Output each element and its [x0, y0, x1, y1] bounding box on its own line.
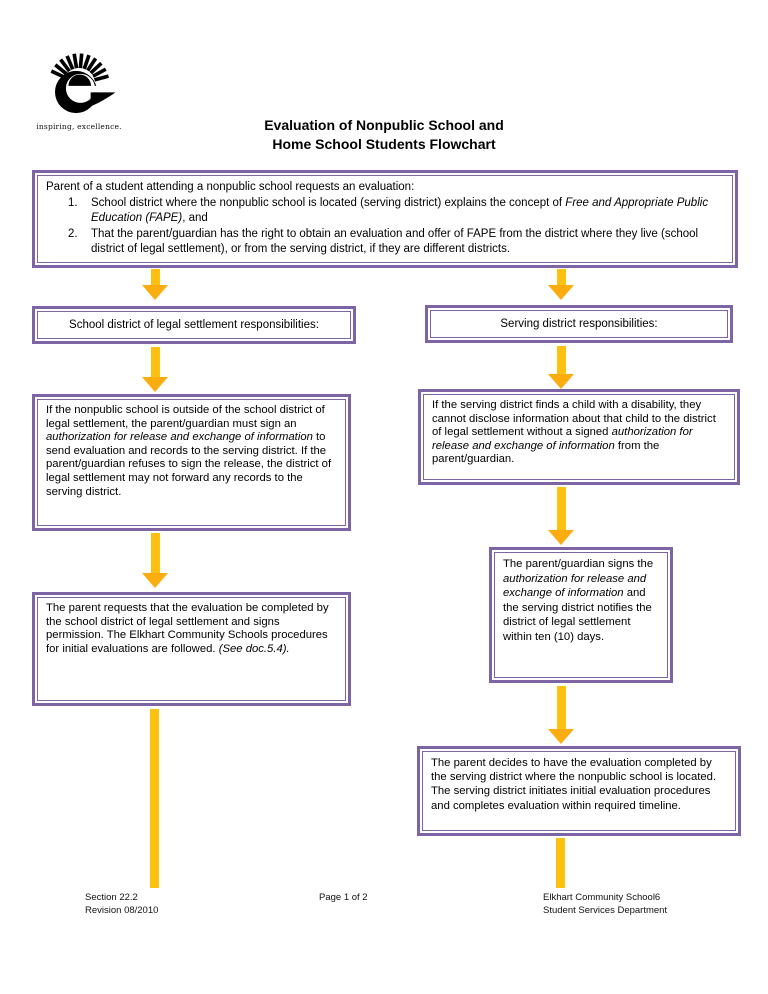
- right-column-header-box: Serving district responsibilities:: [425, 305, 733, 343]
- right-column-header-label: Serving district responsibilities:: [500, 318, 658, 330]
- arrow-head-icon: [548, 374, 574, 389]
- arrow-stem: [556, 686, 566, 729]
- flow-arrow-left-header-down: [142, 347, 168, 392]
- left-column-header-label: School district of legal settlement resp…: [69, 319, 319, 331]
- page-title: Evaluation of Nonpublic School and Home …: [0, 116, 768, 154]
- intro-lead: Parent of a student attending a nonpubli…: [46, 181, 415, 193]
- arrow-head-icon: [548, 285, 574, 300]
- intro-list-item-1: 1. School district where the nonpublic s…: [68, 196, 724, 227]
- right-box3-text: The parent decides to have the evaluatio…: [431, 757, 717, 812]
- footer-org-name: Elkhart Community School6: [543, 892, 661, 903]
- intro-list-item-2: 2. That the parent/guardian has the righ…: [68, 227, 724, 258]
- left-box-release-authorization: If the nonpublic school is outside of th…: [32, 394, 351, 531]
- arrow-stem: [150, 533, 160, 573]
- right-box-disclosure: If the serving district finds a child wi…: [418, 389, 740, 485]
- left-box1-text: If the nonpublic school is outside of th…: [46, 404, 332, 498]
- right-box-parent-signs: The parent/guardian signs the authorizat…: [489, 547, 673, 683]
- e-sunburst-icon: [50, 53, 117, 114]
- arrow-stem: [150, 347, 160, 377]
- left-column-header-box: School district of legal settlement resp…: [32, 306, 356, 344]
- left-box-parent-requests: The parent requests that the evaluation …: [32, 592, 351, 706]
- arrow-stem: [556, 269, 566, 285]
- arrow-head-icon: [142, 573, 168, 588]
- arrow-head-icon: [548, 729, 574, 744]
- page-title-line1: Evaluation of Nonpublic School and: [264, 117, 504, 133]
- right-box-parent-decides: The parent decides to have the evaluatio…: [417, 746, 741, 836]
- left-continuation-stem: [150, 709, 159, 888]
- intro-box: Parent of a student attending a nonpubli…: [32, 170, 738, 268]
- footer-department: Student Services Department: [543, 905, 668, 916]
- flow-arrow-intro-to-left: [142, 269, 168, 300]
- footer-revision: Revision 08/2010: [85, 905, 159, 916]
- right-box1-text: If the serving district finds a child wi…: [432, 399, 716, 466]
- intro-item-text: School district where the nonpublic scho…: [91, 196, 709, 225]
- flow-arrow-right-box2-to-box3: [548, 686, 574, 744]
- right-box2-text: The parent/guardian signs the authorizat…: [503, 558, 654, 643]
- footer-section-number: Section 22.2: [85, 892, 138, 903]
- intro-item-text: That the parent/guardian has the right t…: [91, 227, 699, 256]
- flow-arrow-right-box1-to-box2: [548, 487, 574, 545]
- intro-item-number: 2.: [68, 227, 78, 240]
- arrow-head-icon: [142, 377, 168, 392]
- arrow-stem: [150, 269, 160, 285]
- elkhart-logo: inspiring, excellence.: [36, 52, 122, 131]
- arrow-stem: [556, 346, 566, 374]
- page-title-line2: Home School Students Flowchart: [272, 136, 496, 152]
- footer-page-number: Page 1 of 2: [319, 892, 368, 903]
- right-continuation-stem: [556, 838, 565, 888]
- flow-arrow-left-box1-to-box2: [142, 533, 168, 588]
- intro-item-number: 1.: [68, 196, 78, 209]
- flow-arrow-intro-to-right: [548, 269, 574, 300]
- left-box2-text: The parent requests that the evaluation …: [46, 602, 329, 655]
- arrow-stem: [556, 487, 566, 530]
- arrow-head-icon: [548, 530, 574, 545]
- arrow-head-icon: [142, 285, 168, 300]
- logo-tagline: inspiring, excellence.: [36, 122, 122, 131]
- footer-organization: Elkhart Community School6 Student Servic…: [543, 891, 667, 917]
- flow-arrow-right-header-down: [548, 346, 574, 389]
- footer-section-info: Section 22.2 Revision 08/2010: [85, 891, 158, 917]
